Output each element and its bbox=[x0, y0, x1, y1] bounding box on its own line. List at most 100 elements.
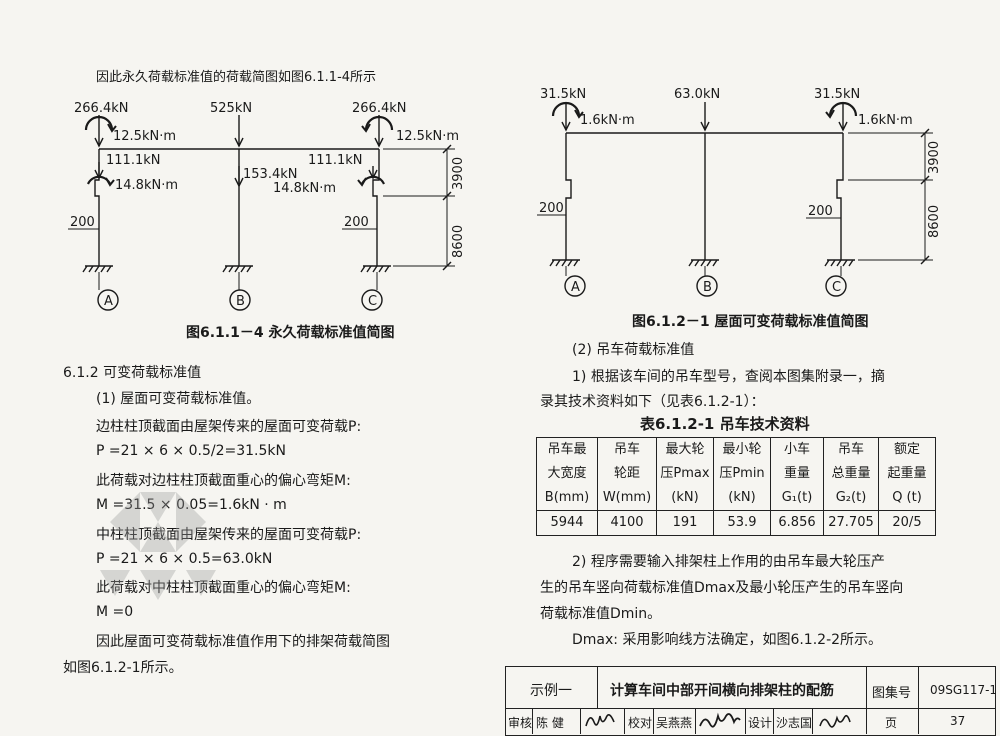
axis-bubble-c bbox=[361, 289, 383, 311]
th-cell: W(mm) bbox=[597, 486, 657, 511]
label-2-c-top-force: 31.5kN bbox=[814, 87, 860, 102]
page-label: 页 bbox=[885, 716, 898, 730]
label-a-mid-force: 111.1kN bbox=[106, 153, 160, 168]
column-c bbox=[372, 149, 380, 266]
subheading-2: (2) 吊车荷载标准值 bbox=[572, 342, 695, 358]
label-c-offset: 200 bbox=[344, 215, 369, 230]
label-2-a-top-force: 31.5kN bbox=[540, 87, 586, 102]
axis-bubble-a bbox=[97, 289, 119, 311]
moment-arc-2-a bbox=[551, 101, 581, 117]
table-header-row: 大宽度 轮距 压Pmax 压Pmin 重量 总重量 起重量 bbox=[536, 462, 936, 486]
axis-bubble-2-a bbox=[564, 275, 586, 297]
label-2-dim-lower: 8600 bbox=[927, 205, 942, 238]
label-c-mid-force: 111.1kN bbox=[308, 153, 362, 168]
moment-arc-a-top bbox=[84, 115, 114, 131]
th-cell: 大宽度 bbox=[536, 462, 598, 486]
label-axis-a: A bbox=[104, 294, 113, 309]
table-cell: 6.856 bbox=[770, 510, 824, 536]
table-cell: 5944 bbox=[536, 510, 598, 536]
column-2-c bbox=[836, 133, 844, 260]
equation-m-edge: M =31.5 × 0.05=1.6kN · m bbox=[96, 497, 287, 513]
th-cell: 小车 bbox=[770, 437, 824, 462]
table-cell: 27.705 bbox=[823, 510, 879, 536]
table-header-row: 吊车最 吊车 最大轮 最小轮 小车 吊车 额定 bbox=[536, 437, 936, 462]
para-load-diagram-ref-cont: 如图6.1.2-1所示。 bbox=[63, 660, 183, 676]
moment-arc-2-c bbox=[828, 101, 858, 117]
subheading-1: (1) 屋面可变荷载标准值。 bbox=[96, 391, 261, 407]
crane-tech-table: 吊车最 吊车 最大轮 最小轮 小车 吊车 额定 大宽度 轮距 压Pmax 压Pm… bbox=[536, 437, 936, 536]
th-cell: 吊车 bbox=[597, 437, 657, 462]
equation-m-middle: M =0 bbox=[96, 604, 134, 620]
label-2-axis-b: B bbox=[703, 280, 712, 295]
para-middle-column-load: 中柱柱顶截面由屋架传来的屋面可变荷载P: bbox=[96, 527, 362, 543]
column-2-a bbox=[565, 133, 572, 260]
design-name: 沙志国 bbox=[776, 716, 813, 730]
table-cell: 191 bbox=[656, 510, 714, 536]
para-crane-2b: 生的吊车竖向荷载标准值Dmax及最小轮压产生的吊车竖向 bbox=[540, 580, 904, 596]
atlas-number: 09SG117-1 bbox=[930, 683, 998, 697]
moment-arc-c-top bbox=[364, 115, 394, 131]
para-edge-moment: 此荷载对边柱柱顶截面重心的偏心弯矩M: bbox=[96, 473, 351, 489]
para-crane-2a: 2) 程序需要输入排架柱上作用的由吊车最大轮压产 bbox=[572, 554, 885, 570]
label-2-a-moment: 1.6kN·m bbox=[580, 113, 635, 128]
table-cell: 53.9 bbox=[713, 510, 771, 536]
atlas-label: 图集号 bbox=[872, 686, 912, 701]
label-a-offset: 200 bbox=[70, 215, 95, 230]
label-c-top-force: 266.4kN bbox=[352, 101, 406, 116]
th-cell: G₁(t) bbox=[770, 486, 824, 511]
table-cell: 4100 bbox=[597, 510, 657, 536]
drawing-title: 计算车间中部开间横向排架柱的配筋 bbox=[610, 683, 834, 699]
th-cell: 总重量 bbox=[823, 462, 879, 486]
table-cell: 20/5 bbox=[878, 510, 936, 536]
support-b bbox=[222, 265, 253, 273]
check-label: 校对 bbox=[628, 716, 653, 730]
para-middle-moment: 此荷载对中柱柱顶截面重心的偏心弯矩M: bbox=[96, 580, 351, 596]
para-crane-1b: 录其技术资料如下（见表6.1.2-1）： bbox=[540, 394, 765, 410]
label-2-c-offset: 200 bbox=[808, 204, 833, 219]
label-2-a-offset: 200 bbox=[539, 201, 564, 216]
label-2-axis-a: A bbox=[571, 280, 580, 295]
label-a-top-moment: 12.5kN·m bbox=[113, 129, 176, 144]
support-c bbox=[360, 265, 391, 273]
label-b-mid-force: 153.4kN bbox=[243, 167, 297, 182]
label-b-top-force: 525kN bbox=[210, 101, 252, 116]
section-heading-6-1-2: 6.1.2 可变荷载标准值 bbox=[63, 365, 202, 381]
support-2-c bbox=[824, 259, 855, 267]
th-cell: (kN) bbox=[713, 486, 771, 511]
figure-caption-6-1-2-1: 图6.1.2－1 屋面可变荷载标准值简图 bbox=[632, 314, 869, 330]
para-crane-2c: 荷载标准值Dmin。 bbox=[540, 606, 662, 622]
table-row: 5944 4100 191 53.9 6.856 27.705 20/5 bbox=[536, 510, 936, 536]
label-a-mid-moment: 14.8kN·m bbox=[115, 178, 178, 193]
th-cell: 轮距 bbox=[597, 462, 657, 486]
label-2-dim-upper: 3900 bbox=[927, 141, 942, 174]
page-number: 37 bbox=[950, 714, 966, 728]
para-load-diagram-ref: 因此屋面可变荷载标准值作用下的排架荷载简图 bbox=[96, 634, 390, 650]
intro-text: 因此永久荷载标准值的荷载简图如图6.1.1-4所示 bbox=[96, 70, 377, 85]
label-2-c-moment: 1.6kN·m bbox=[858, 113, 913, 128]
th-cell: 起重量 bbox=[878, 462, 936, 486]
th-cell: 最小轮 bbox=[713, 437, 771, 462]
th-cell: 额定 bbox=[878, 437, 936, 462]
equation-p-edge: P =21 × 6 × 0.5/2=31.5kN bbox=[96, 443, 286, 459]
label-c-top-moment: 12.5kN·m bbox=[396, 129, 459, 144]
th-cell: 压Pmax bbox=[656, 462, 714, 486]
table-title: 表6.1.2-1 吊车技术资料 bbox=[640, 415, 810, 433]
label-a-top-force: 266.4kN bbox=[74, 101, 128, 116]
para-edge-column-load: 边柱柱顶截面由屋架传来的屋面可变荷载P: bbox=[96, 419, 362, 435]
th-cell: Q (t) bbox=[878, 486, 936, 511]
example-label: 示例一 bbox=[530, 683, 572, 699]
equation-p-middle: P =21 × 6 × 0.5=63.0kN bbox=[96, 551, 273, 567]
figure-caption-6-1-1-4: 图6.1.1－4 永久荷载标准值简图 bbox=[186, 325, 395, 341]
label-2-b-top-force: 63.0kN bbox=[674, 87, 720, 102]
th-cell: B(mm) bbox=[536, 486, 598, 511]
axis-bubble-2-c bbox=[825, 275, 847, 297]
support-2-a bbox=[549, 259, 580, 267]
table-header-row: B(mm) W(mm) (kN) (kN) G₁(t) G₂(t) Q (t) bbox=[536, 486, 936, 511]
label-axis-c: C bbox=[368, 294, 377, 309]
support-2-b bbox=[688, 259, 719, 267]
